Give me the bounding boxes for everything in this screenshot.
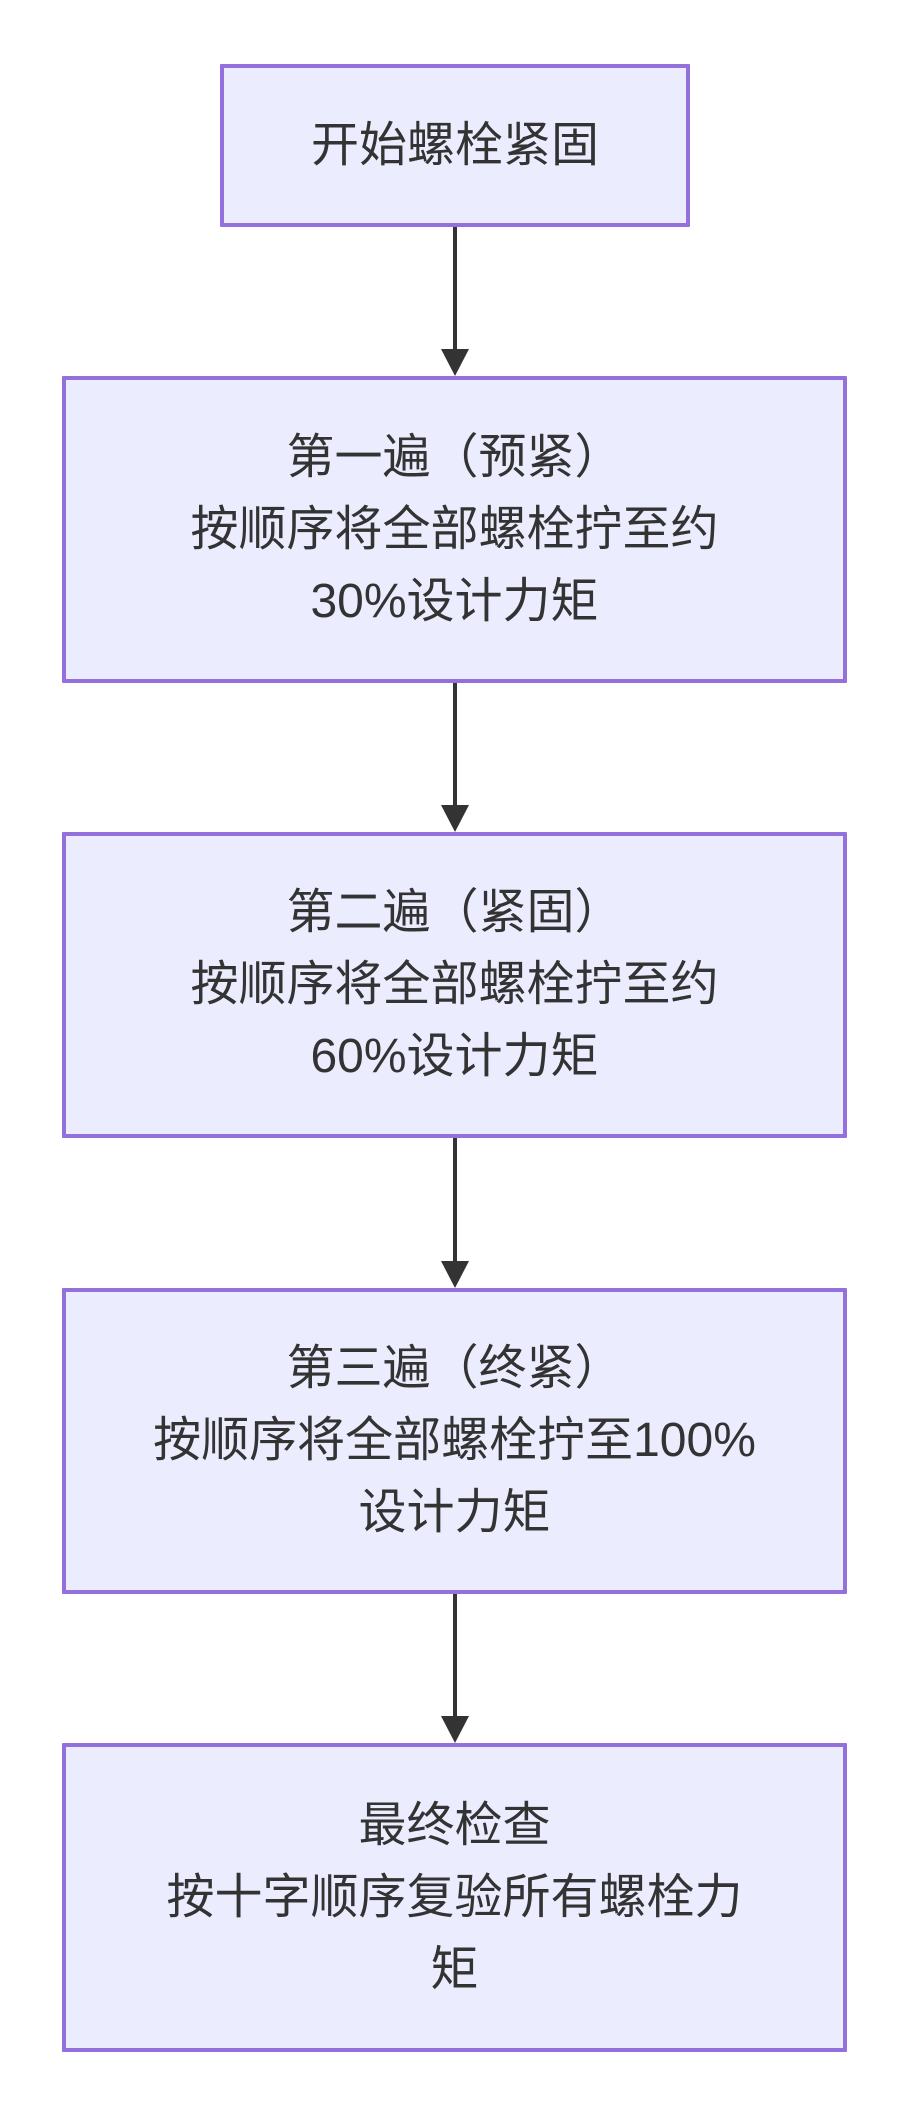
node-pass3-detail-line1: 按顺序将全部螺栓拧至100% xyxy=(153,1414,756,1467)
arrow-head-icon xyxy=(441,805,469,832)
node-final-title: 最终检查 xyxy=(358,1798,551,1852)
node-pass3-title: 第三遍（终紧） xyxy=(286,1342,623,1395)
arrow-shaft xyxy=(453,227,457,349)
arrow-head-icon xyxy=(441,1716,469,1743)
node-final-detail-line2: 矩 xyxy=(430,1942,479,1996)
flow-node-pass1: 第一遍（预紧） 按顺序将全部螺栓拧至约 30%设计力矩 xyxy=(62,376,847,683)
node-pass2-detail-line1: 按顺序将全部螺栓拧至约 xyxy=(190,958,719,1011)
arrow-shaft xyxy=(453,683,457,805)
flow-arrow-start-to-pass1 xyxy=(441,227,469,376)
flow-node-pass2: 第二遍（紧固） 按顺序将全部螺栓拧至约 60%设计力矩 xyxy=(62,832,847,1138)
arrow-head-icon xyxy=(441,349,469,376)
node-final-detail-line1: 按十字顺序复验所有螺栓力 xyxy=(166,1870,743,1924)
node-pass1-title: 第一遍（预紧） xyxy=(286,430,623,484)
flow-arrow-pass3-to-final xyxy=(441,1594,469,1743)
flow-arrow-pass2-to-pass3 xyxy=(441,1138,469,1288)
flow-node-final: 最终检查 按十字顺序复验所有螺栓力 矩 xyxy=(62,1743,847,2052)
flow-node-pass3: 第三遍（终紧） 按顺序将全部螺栓拧至100% 设计力矩 xyxy=(62,1288,847,1594)
arrow-shaft xyxy=(453,1594,457,1716)
node-pass3-detail-line2: 设计力矩 xyxy=(358,1486,551,1539)
node-pass1-detail-line2: 30%设计力矩 xyxy=(310,574,599,628)
node-pass2-detail-line2: 60%设计力矩 xyxy=(310,1030,599,1083)
node-pass2-title: 第二遍（紧固） xyxy=(286,886,623,939)
arrow-head-icon xyxy=(441,1261,469,1288)
flow-arrow-pass1-to-pass2 xyxy=(441,683,469,832)
node-pass1-detail-line1: 按顺序将全部螺栓拧至约 xyxy=(190,502,719,556)
node-start-text: 开始螺栓紧固 xyxy=(310,118,599,172)
flow-node-start: 开始螺栓紧固 xyxy=(220,64,690,227)
arrow-shaft xyxy=(453,1138,457,1261)
